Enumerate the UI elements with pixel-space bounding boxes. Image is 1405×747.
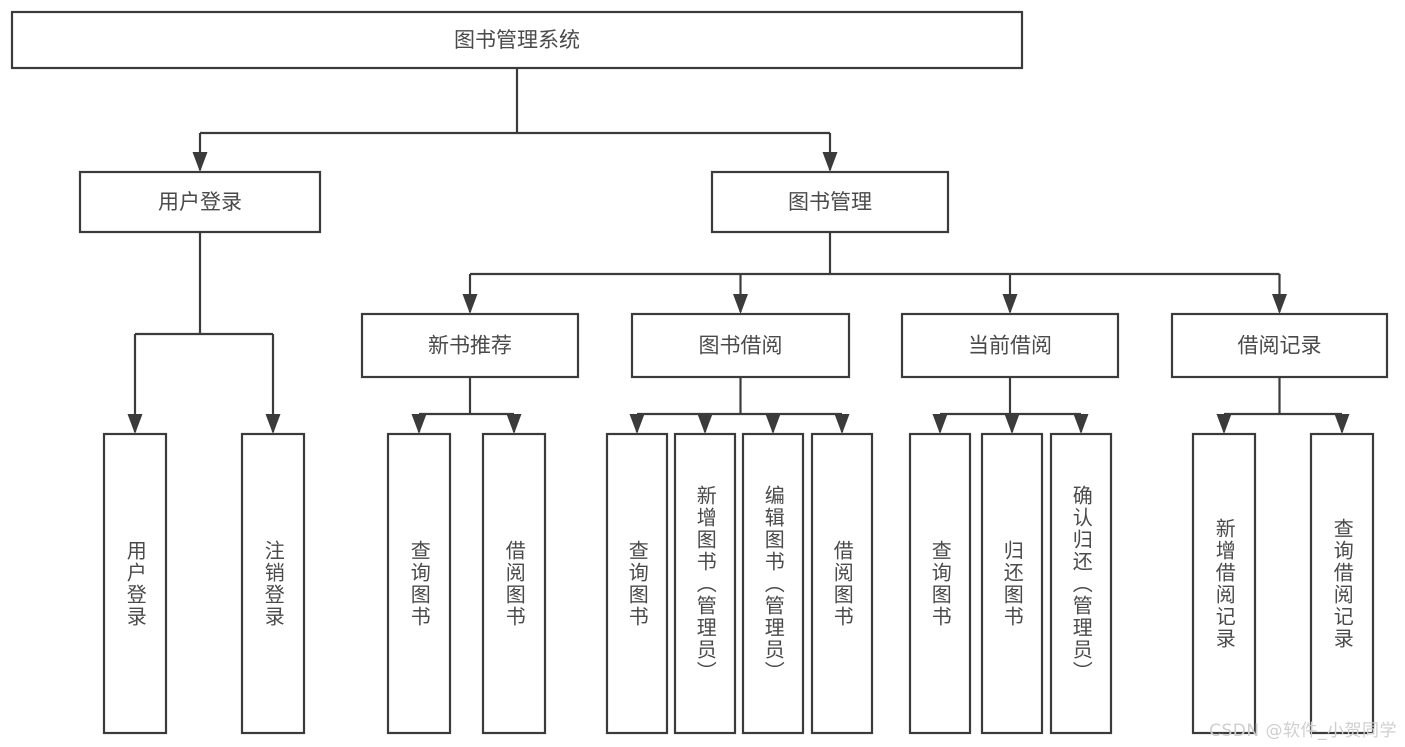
leaf-box-1-2[interactable] <box>741 432 805 735</box>
arrow-leaf-1-3 <box>834 414 850 434</box>
arrow-leaf-3-0 <box>1216 414 1232 434</box>
arrow-level2-0 <box>462 294 478 314</box>
arrow-user-leaf-0 <box>127 414 143 434</box>
arrow-leaf-1-0 <box>629 414 645 434</box>
node-level2-box-1[interactable] <box>630 312 851 379</box>
connectors-layer <box>127 68 1350 434</box>
node-level1-box-0[interactable] <box>78 170 322 234</box>
arrow-level1-0 <box>192 152 208 172</box>
leaf-box-user-1[interactable] <box>240 432 306 735</box>
leaf-box-0-1[interactable] <box>481 432 547 735</box>
arrow-level1-1 <box>822 152 838 172</box>
leaf-box-1-0[interactable] <box>605 432 669 735</box>
leaf-box-2-0[interactable] <box>908 432 972 735</box>
arrow-leaf-0-1 <box>506 414 522 434</box>
arrow-level2-2 <box>1002 294 1018 314</box>
node-level2-box-0[interactable] <box>360 312 580 379</box>
leaf-box-0-0[interactable] <box>386 432 452 735</box>
node-level2-box-3[interactable] <box>1170 312 1389 379</box>
arrow-user-leaf-1 <box>265 414 281 434</box>
leaf-box-3-0[interactable] <box>1191 432 1257 735</box>
node-level1-label-0: 用户登录 <box>158 190 242 214</box>
node-level2-label-0: 新书推荐 <box>428 334 512 358</box>
node-level2-label-3: 借阅记录 <box>1238 334 1322 358</box>
arrow-leaf-1-1 <box>697 414 713 434</box>
node-level1-label-1: 图书管理 <box>788 190 872 214</box>
node-root-label: 图书管理系统 <box>454 28 580 52</box>
node-level2-label-1: 图书借阅 <box>699 334 783 358</box>
node-level1-box-1[interactable] <box>710 170 950 234</box>
node-root-box[interactable] <box>10 10 1024 70</box>
boxes-layer <box>10 10 1389 735</box>
leaf-box-user-0[interactable] <box>102 432 168 735</box>
arrow-level2-3 <box>1272 294 1287 314</box>
arrow-leaf-3-1 <box>1334 414 1350 434</box>
arrow-leaf-2-0 <box>932 414 948 434</box>
arrow-leaf-1-2 <box>765 414 781 434</box>
leaf-box-2-1[interactable] <box>980 432 1044 735</box>
watermark: CSDN @软件_小贺同学 <box>1209 721 1397 741</box>
node-level2-label-2: 当前借阅 <box>968 334 1052 358</box>
leaf-box-2-2[interactable] <box>1049 432 1113 735</box>
node-level2-box-2[interactable] <box>900 312 1120 379</box>
leaf-box-3-1[interactable] <box>1309 432 1375 735</box>
arrow-level2-1 <box>733 294 748 314</box>
leaf-box-1-3[interactable] <box>810 432 874 735</box>
arrow-leaf-0-0 <box>411 414 427 434</box>
leaf-box-1-1[interactable] <box>673 432 737 735</box>
arrow-leaf-2-2 <box>1073 414 1089 434</box>
arrow-leaf-2-1 <box>1004 414 1020 434</box>
